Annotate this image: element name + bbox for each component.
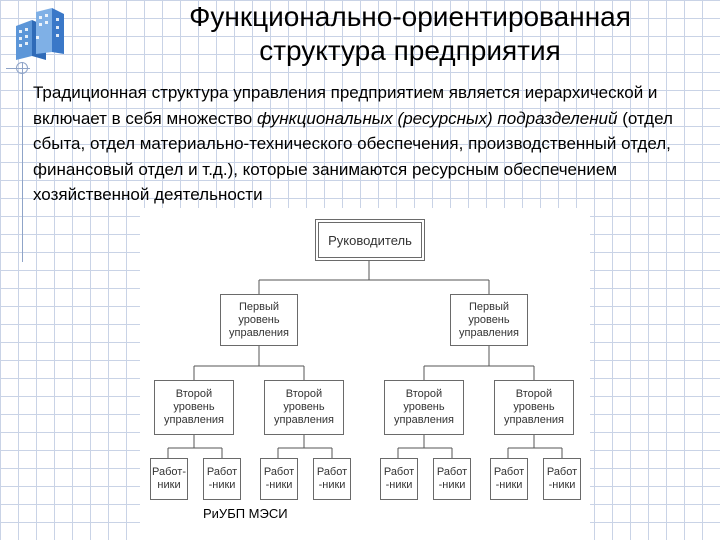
margin-line: [22, 62, 23, 262]
margin-ring: [16, 62, 28, 74]
chart-box-head-label: Руководитель: [328, 234, 412, 247]
chart-box-level2: Второй уровень управления: [494, 380, 574, 435]
intro-text-italic: функциональных (ресурсных) подразделений: [257, 109, 618, 128]
chart-box-level1: Первый уровень управления: [220, 294, 298, 346]
chart-box-worker-label: Работ -ники: [437, 466, 467, 492]
footer-text: РиУБП МЭСИ: [203, 506, 288, 521]
chart-box-worker-label: Работ -ники: [494, 466, 524, 492]
chart-box-level1: Первый уровень управления: [450, 294, 528, 346]
chart-box-worker: Работ -ники: [260, 458, 298, 500]
chart-box-head: Руководитель: [318, 222, 422, 258]
intro-paragraph: Традиционная структура управления предпр…: [33, 80, 683, 208]
chart-box-worker: Работ -ники: [313, 458, 351, 500]
chart-box-worker-label: Работ -ники: [384, 466, 414, 492]
chart-box-level1-label: Первый уровень управления: [229, 301, 289, 340]
chart-box-level2-label: Второй уровень управления: [164, 388, 224, 427]
chart-box-level2-label: Второй уровень управления: [274, 388, 334, 427]
chart-box-level2: Второй уровень управления: [154, 380, 234, 435]
chart-box-level2-label: Второй уровень управления: [394, 388, 454, 427]
chart-box-worker: Работ- ники: [150, 458, 188, 500]
chart-box-worker-label: Работ -ники: [317, 466, 347, 492]
chart-box-worker-label: Работ -ники: [547, 466, 577, 492]
chart-box-level2-label: Второй уровень управления: [504, 388, 564, 427]
chart-box-worker: Работ -ники: [543, 458, 581, 500]
chart-box-worker: Работ -ники: [203, 458, 241, 500]
chart-box-worker-label: Работ- ники: [152, 466, 186, 492]
page-title: Функционально-ориентированная структура …: [130, 0, 690, 68]
chart-box-worker-label: Работ -ники: [207, 466, 237, 492]
buildings-logo-icon: [12, 6, 68, 64]
chart-box-level2: Второй уровень управления: [384, 380, 464, 435]
chart-box-level2: Второй уровень управления: [264, 380, 344, 435]
chart-box-worker: Работ -ники: [380, 458, 418, 500]
org-chart: Руководитель Первый уровень управления П…: [140, 208, 590, 540]
chart-box-level1-label: Первый уровень управления: [459, 301, 519, 340]
chart-box-worker-label: Работ -ники: [264, 466, 294, 492]
chart-box-worker: Работ -ники: [433, 458, 471, 500]
chart-box-worker: Работ -ники: [490, 458, 528, 500]
